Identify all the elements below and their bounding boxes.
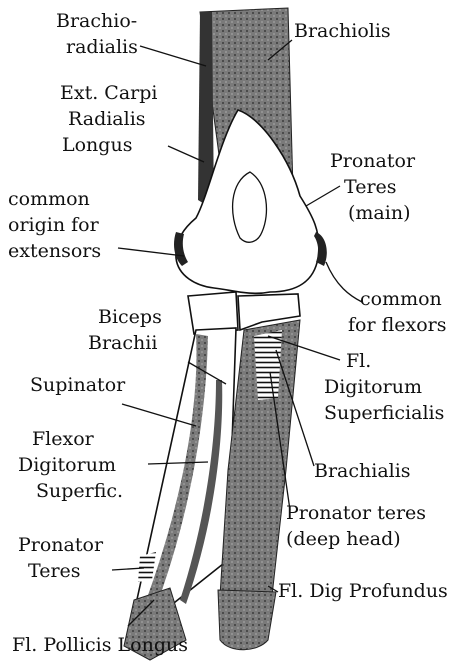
- label-common-origin-extensors: common origin for extensors: [8, 186, 101, 264]
- pronator-teres-deep-hatch: [260, 350, 276, 378]
- label-brachialis: Brachialis: [314, 458, 411, 484]
- leader-brachioradialis: [140, 46, 206, 66]
- label-brachioradialis: Brachio- radialis: [56, 8, 138, 60]
- label-common-for-flexors: common for flexors: [360, 286, 447, 338]
- label-pronator-teres-main: Pronator Teres (main): [330, 148, 415, 226]
- label-fl-digitorum-superficialis: Fl. Digitorum Superficialis: [324, 348, 444, 426]
- humerus-condyles: [176, 110, 319, 293]
- label-flexor-digitorum-superfic: Flexor Digitorum Superfic.: [18, 426, 123, 504]
- label-biceps-brachii: Biceps Brachii: [88, 304, 162, 356]
- label-fl-dig-profundus: Fl. Dig Profundus: [278, 578, 448, 604]
- label-pronator-teres-lower: Pronator Teres: [18, 532, 103, 584]
- leader-common-flexors: [326, 262, 362, 302]
- label-fl-pollicis-longus: Fl. Pollicis Longus: [12, 632, 188, 658]
- ulna-distal: [218, 590, 276, 650]
- label-supinator: Supinator: [30, 372, 125, 398]
- label-pronator-teres-deep: Pronator teres (deep head): [286, 500, 426, 552]
- label-brachiolis: Brachiolis: [294, 18, 391, 44]
- leader-common-origin: [118, 248, 184, 256]
- label-ext-carpi-radialis-longus: Ext. Carpi Radialis Longus: [60, 80, 158, 158]
